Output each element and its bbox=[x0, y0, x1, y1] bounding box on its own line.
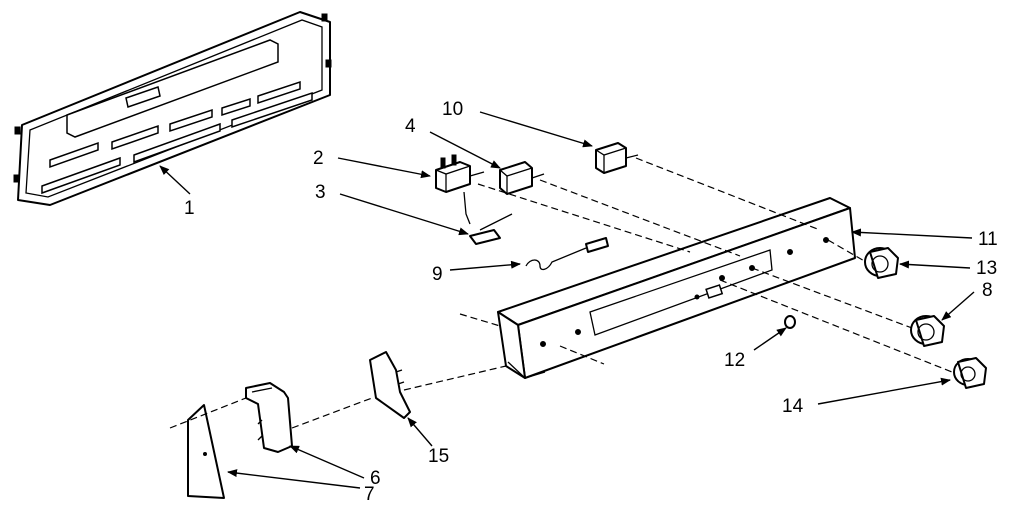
part-8-knob bbox=[910, 315, 945, 347]
part-4-switch bbox=[499, 161, 545, 195]
callout-3: 3 bbox=[315, 182, 326, 203]
part-7-end-cap bbox=[187, 404, 225, 499]
part-14-knob bbox=[953, 357, 987, 389]
callout-9: 9 bbox=[432, 264, 443, 285]
part-2-switch bbox=[435, 154, 485, 225]
leader-lines bbox=[159, 111, 975, 489]
callout-2: 2 bbox=[313, 148, 324, 169]
callout-4: 4 bbox=[405, 116, 416, 137]
callout-11: 11 bbox=[978, 229, 998, 250]
callout-7: 7 bbox=[364, 484, 375, 505]
callout-15: 15 bbox=[428, 446, 449, 467]
callout-14: 14 bbox=[782, 396, 804, 417]
callout-12: 12 bbox=[724, 350, 745, 371]
callout-8: 8 bbox=[982, 280, 993, 301]
callout-6: 6 bbox=[370, 468, 381, 489]
part-13-knob bbox=[864, 247, 899, 279]
part-9-wire-harness bbox=[525, 237, 609, 271]
part-3-clip bbox=[469, 213, 513, 245]
callout-13: 13 bbox=[976, 258, 997, 279]
callout-10: 10 bbox=[442, 99, 463, 120]
part-12-clip bbox=[784, 315, 796, 329]
part-15-end-bracket bbox=[369, 351, 411, 419]
callout-numbers: 1 2 3 4 10 9 11 13 8 12 14 15 6 7 bbox=[184, 99, 998, 505]
part-10-switch bbox=[595, 142, 639, 174]
part-11-control-bracket bbox=[497, 197, 856, 379]
part-6-bracket bbox=[245, 382, 293, 453]
assembly-lines bbox=[169, 157, 953, 429]
callout-1: 1 bbox=[184, 198, 195, 219]
part-1-backguard-panel bbox=[13, 11, 332, 206]
